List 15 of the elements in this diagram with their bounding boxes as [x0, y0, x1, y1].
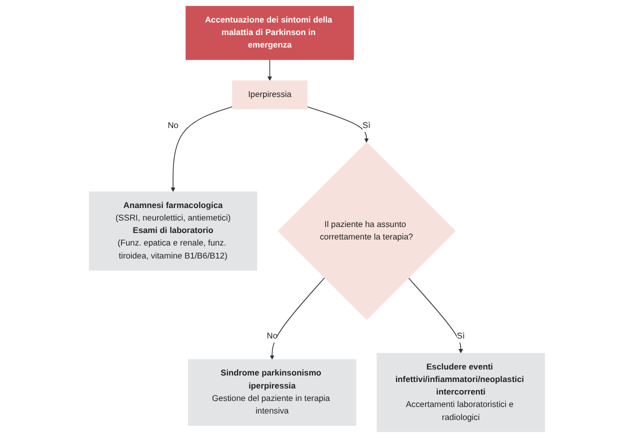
node-box: Escludere eventi infettivi/infiammatori/neoplastici intercorrenti Accertamenti laboratoristici e radiologici: [376, 352, 545, 432]
arrow: [306, 106, 369, 143]
edge-label: Sì: [456, 332, 465, 341]
node-diamond: Il paziente ha assunto correttamente la terapia?: [278, 142, 456, 320]
node-box: Accentuazione dei sintomi della malattia di Parkinson in emergenza: [186, 6, 354, 60]
node-box: Iperpiressia: [232, 80, 308, 110]
arrow: [170, 106, 233, 192]
arrow: [270, 277, 326, 360]
node-box: Anamnesi farmacologica (SSRI, neurolettici, antiemetici) Esami di laboratorio (Funz. epatica e renale, funz. tiroidea, vitamine B1/B6/B12): [89, 191, 258, 271]
node-box: Sindrome parkinsonismo iperpiressia Gestione del paziente in terapia intensiva: [188, 359, 356, 426]
edge-label: No: [168, 120, 178, 130]
edge-label: Sì: [362, 120, 370, 130]
arrow: [408, 277, 464, 354]
arrow: [268, 59, 272, 81]
edge-label: No: [266, 332, 278, 341]
